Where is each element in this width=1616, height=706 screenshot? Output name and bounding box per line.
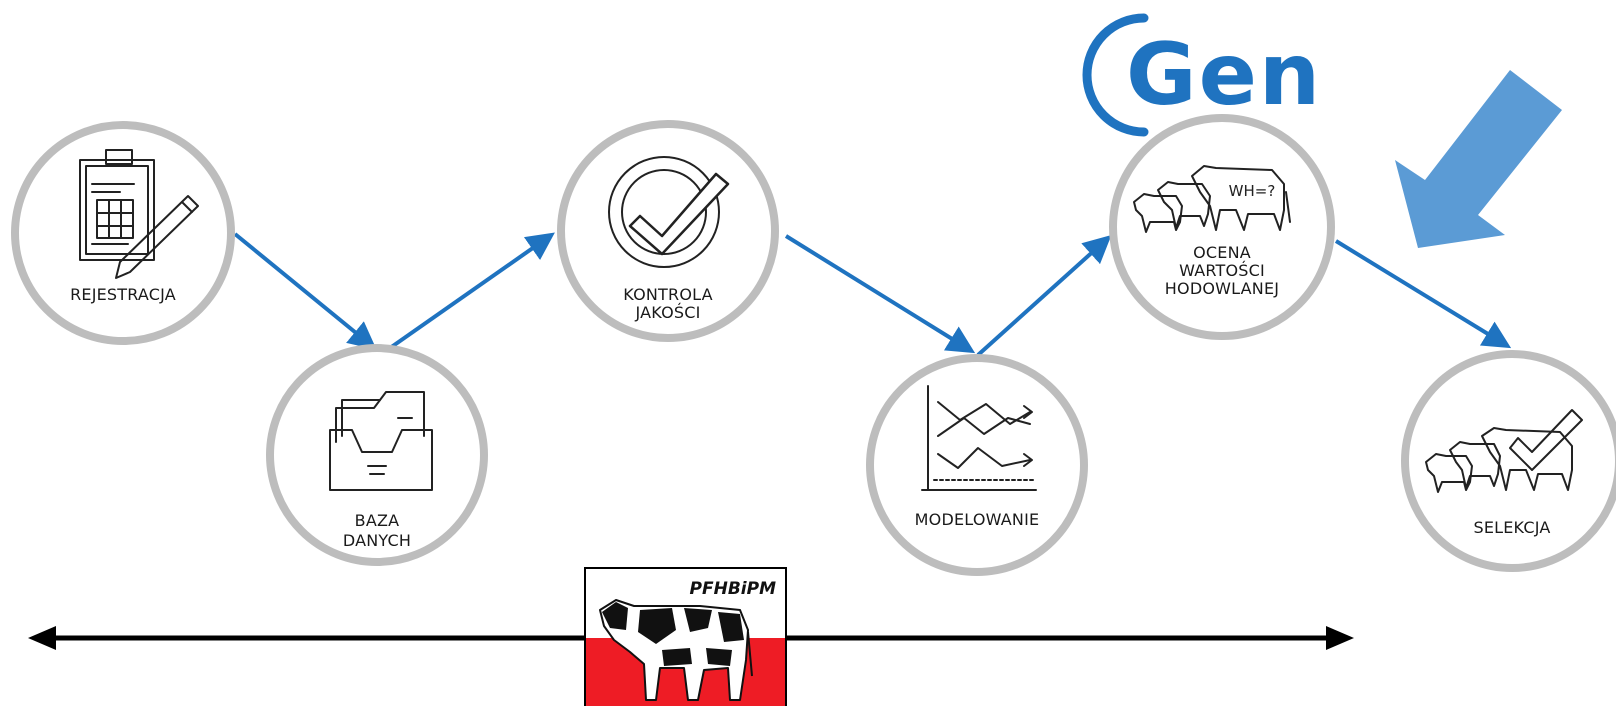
node-ring xyxy=(266,344,488,566)
node-label: WARTOŚCI xyxy=(1179,261,1265,280)
node-label: OCENA xyxy=(1193,243,1251,262)
timeline-left-arrowhead xyxy=(28,626,56,650)
node-kontrola-jakosci: KONTROLA JAKOŚCI xyxy=(557,120,779,342)
flow-arrow-baza-kontrola xyxy=(378,232,555,357)
gen-logo: Gen xyxy=(1082,13,1322,137)
flow-arrow-ocena-selekcja xyxy=(1334,239,1512,349)
node-baza-danych: BAZA DANYCH xyxy=(266,344,488,566)
cows-icon: WH=? xyxy=(1133,165,1291,233)
pfhbipm-badge: PFHBiPM xyxy=(584,567,787,706)
node-label: JAKOŚCI xyxy=(634,303,700,322)
node-label: DANYCH xyxy=(343,531,411,550)
node-label: KONTROLA xyxy=(623,285,713,304)
node-selekcja: SELEKCJA xyxy=(1401,350,1616,572)
timeline-right-arrowhead xyxy=(1326,626,1354,650)
cows-check-icon xyxy=(1425,409,1583,493)
gen-logo-text: Gen xyxy=(1126,25,1322,125)
badge-text: PFHBiPM xyxy=(690,579,777,599)
node-label: HODOWLANEJ xyxy=(1165,279,1279,298)
holstein-cow-icon xyxy=(599,599,753,701)
check-circle-icon xyxy=(608,156,730,268)
node-ring xyxy=(11,121,235,345)
clipboard-pen-icon xyxy=(79,149,199,279)
node-rejestracja: REJESTRACJA xyxy=(11,121,235,345)
node-ring xyxy=(1401,350,1616,572)
flow-arrow-modelowanie-ocena xyxy=(976,234,1112,357)
file-drawer-icon xyxy=(329,391,433,491)
node-ring xyxy=(1109,114,1335,340)
node-label: BAZA xyxy=(355,511,400,530)
node-modelowanie: MODELOWANIE xyxy=(866,354,1088,576)
flow-connectors xyxy=(233,232,1512,357)
node-label: SELEKCJA xyxy=(1473,518,1550,537)
node-label: MODELOWANIE xyxy=(915,510,1040,529)
flow-arrow-kontrola-modelowanie xyxy=(784,234,976,354)
node-ocena-wartosci: WH=? OCENA WARTOŚCI HODOWLANEJ xyxy=(1109,114,1335,340)
ocena-icon-text: WH=? xyxy=(1229,182,1276,200)
flow-arrow-rejestracja-baza xyxy=(233,232,377,350)
node-ring xyxy=(866,354,1088,576)
line-chart-icon xyxy=(921,385,1037,491)
pointer-arrow xyxy=(1395,70,1562,248)
node-label: REJESTRACJA xyxy=(70,285,176,304)
